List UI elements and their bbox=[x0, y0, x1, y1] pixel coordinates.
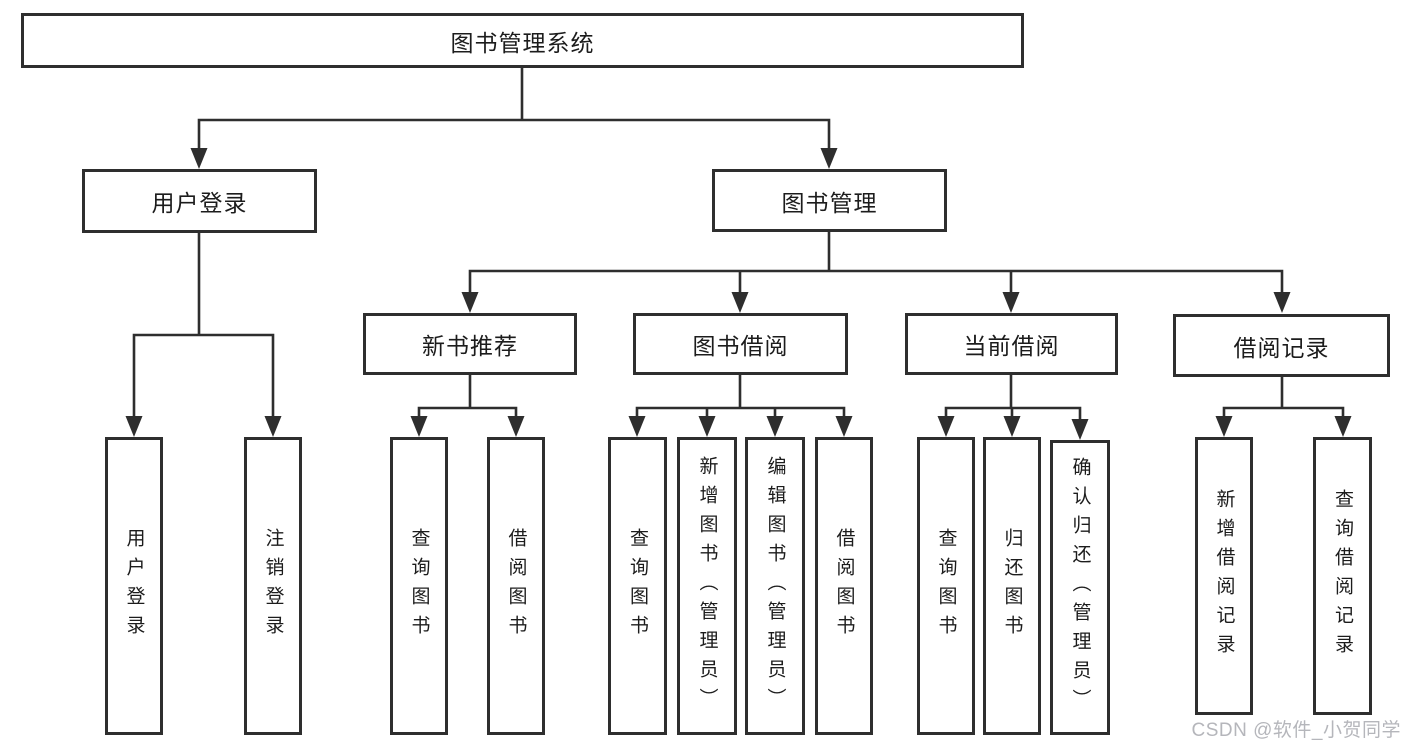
connector-root-to-level1 bbox=[197, 66, 831, 154]
node-borrow-records-label: 借阅记录 bbox=[1233, 334, 1330, 361]
leaf-query-books-2: 查询图书 bbox=[608, 437, 667, 735]
leaf-return-books-label: 归还图书 bbox=[1001, 528, 1023, 644]
node-book-management-label: 图书管理 bbox=[781, 189, 878, 216]
node-borrow-records: 借阅记录 bbox=[1173, 314, 1390, 377]
arrow-down-icon bbox=[410, 416, 428, 437]
arrow-down-icon bbox=[1071, 419, 1089, 440]
node-current-borrowing-label: 当前借阅 bbox=[963, 333, 1060, 359]
node-library-system: 图书管理系统 bbox=[21, 13, 1024, 68]
connector-user-login-to-leaves bbox=[132, 231, 275, 423]
leaf-user-login: 用户登录 bbox=[105, 437, 163, 735]
arrow-down-icon bbox=[731, 292, 749, 313]
node-user-login-label: 用户登录 bbox=[151, 190, 248, 216]
leaf-add-books-admin: 新增图书（管理员） bbox=[677, 437, 737, 735]
leaf-borrow-books-1: 借阅图书 bbox=[487, 437, 545, 735]
leaf-query-books-1-label: 查询图书 bbox=[408, 528, 430, 644]
connector-book-mgmt-to-groups bbox=[468, 230, 1284, 298]
connector-book-borrow-to-leaves bbox=[635, 373, 846, 424]
arrow-down-icon bbox=[190, 148, 208, 169]
leaf-query-books-1: 查询图书 bbox=[390, 437, 448, 735]
leaf-user-login-label: 用户登录 bbox=[123, 528, 145, 644]
arrow-down-icon bbox=[461, 292, 479, 313]
arrow-down-icon bbox=[628, 416, 646, 437]
leaf-confirm-return-admin: 确认归还（管理员） bbox=[1050, 440, 1110, 735]
leaf-confirm-return-admin-label: 确认归还（管理员） bbox=[1069, 457, 1091, 718]
arrow-down-icon bbox=[1334, 416, 1352, 437]
arrow-down-icon bbox=[820, 148, 838, 169]
arrow-down-icon bbox=[1215, 416, 1233, 437]
arrow-down-icon bbox=[125, 416, 143, 437]
leaf-query-books-3-label: 查询图书 bbox=[935, 528, 957, 644]
node-new-book-recommend: 新书推荐 bbox=[363, 313, 577, 375]
arrow-down-icon bbox=[264, 416, 282, 437]
node-current-borrowing: 当前借阅 bbox=[905, 313, 1118, 375]
leaf-edit-books-admin-label: 编辑图书（管理员） bbox=[764, 455, 786, 717]
arrow-down-icon bbox=[1002, 292, 1020, 313]
arrow-down-icon bbox=[1273, 292, 1291, 313]
node-book-borrowing-label: 图书借阅 bbox=[692, 333, 789, 359]
node-new-book-recommend-label: 新书推荐 bbox=[422, 333, 518, 359]
leaf-borrow-books-1-label: 借阅图书 bbox=[505, 528, 527, 644]
leaf-query-borrow-record-label: 查询借阅记录 bbox=[1332, 489, 1353, 663]
leaf-add-books-admin-label: 新增图书（管理员） bbox=[696, 455, 718, 717]
leaf-edit-books-admin: 编辑图书（管理员） bbox=[745, 437, 805, 735]
csdn-watermark: CSDN @软件_小贺同学 bbox=[1191, 720, 1401, 741]
connector-current-borrow-to-leaves bbox=[944, 373, 1082, 424]
leaf-logout: 注销登录 bbox=[244, 437, 302, 735]
arrow-down-icon bbox=[507, 416, 525, 437]
connector-new-book-rec-to-leaves bbox=[417, 373, 518, 424]
leaf-borrow-books-2: 借阅图书 bbox=[815, 437, 873, 735]
leaf-query-books-2-label: 查询图书 bbox=[627, 528, 648, 644]
arrow-down-icon bbox=[766, 416, 784, 437]
leaf-query-borrow-record: 查询借阅记录 bbox=[1313, 437, 1372, 715]
arrowheads bbox=[125, 148, 1352, 440]
leaf-borrow-books-2-label: 借阅图书 bbox=[833, 528, 855, 644]
arrow-down-icon bbox=[698, 416, 716, 437]
arrow-down-icon bbox=[1003, 416, 1021, 437]
leaf-logout-label: 注销登录 bbox=[262, 528, 284, 644]
node-book-borrowing: 图书借阅 bbox=[633, 313, 848, 375]
leaf-add-borrow-record-label: 新增借阅记录 bbox=[1213, 489, 1235, 663]
leaf-return-books: 归还图书 bbox=[983, 437, 1041, 735]
node-book-management: 图书管理 bbox=[712, 169, 947, 232]
arrow-down-icon bbox=[937, 416, 955, 437]
node-library-system-label: 图书管理系统 bbox=[450, 29, 595, 56]
arrow-down-icon bbox=[835, 416, 853, 437]
leaf-add-borrow-record: 新增借阅记录 bbox=[1195, 437, 1253, 715]
node-user-login: 用户登录 bbox=[82, 169, 317, 233]
leaf-query-books-3: 查询图书 bbox=[917, 437, 975, 735]
connector-borrow-records-to-leaves bbox=[1222, 375, 1345, 424]
